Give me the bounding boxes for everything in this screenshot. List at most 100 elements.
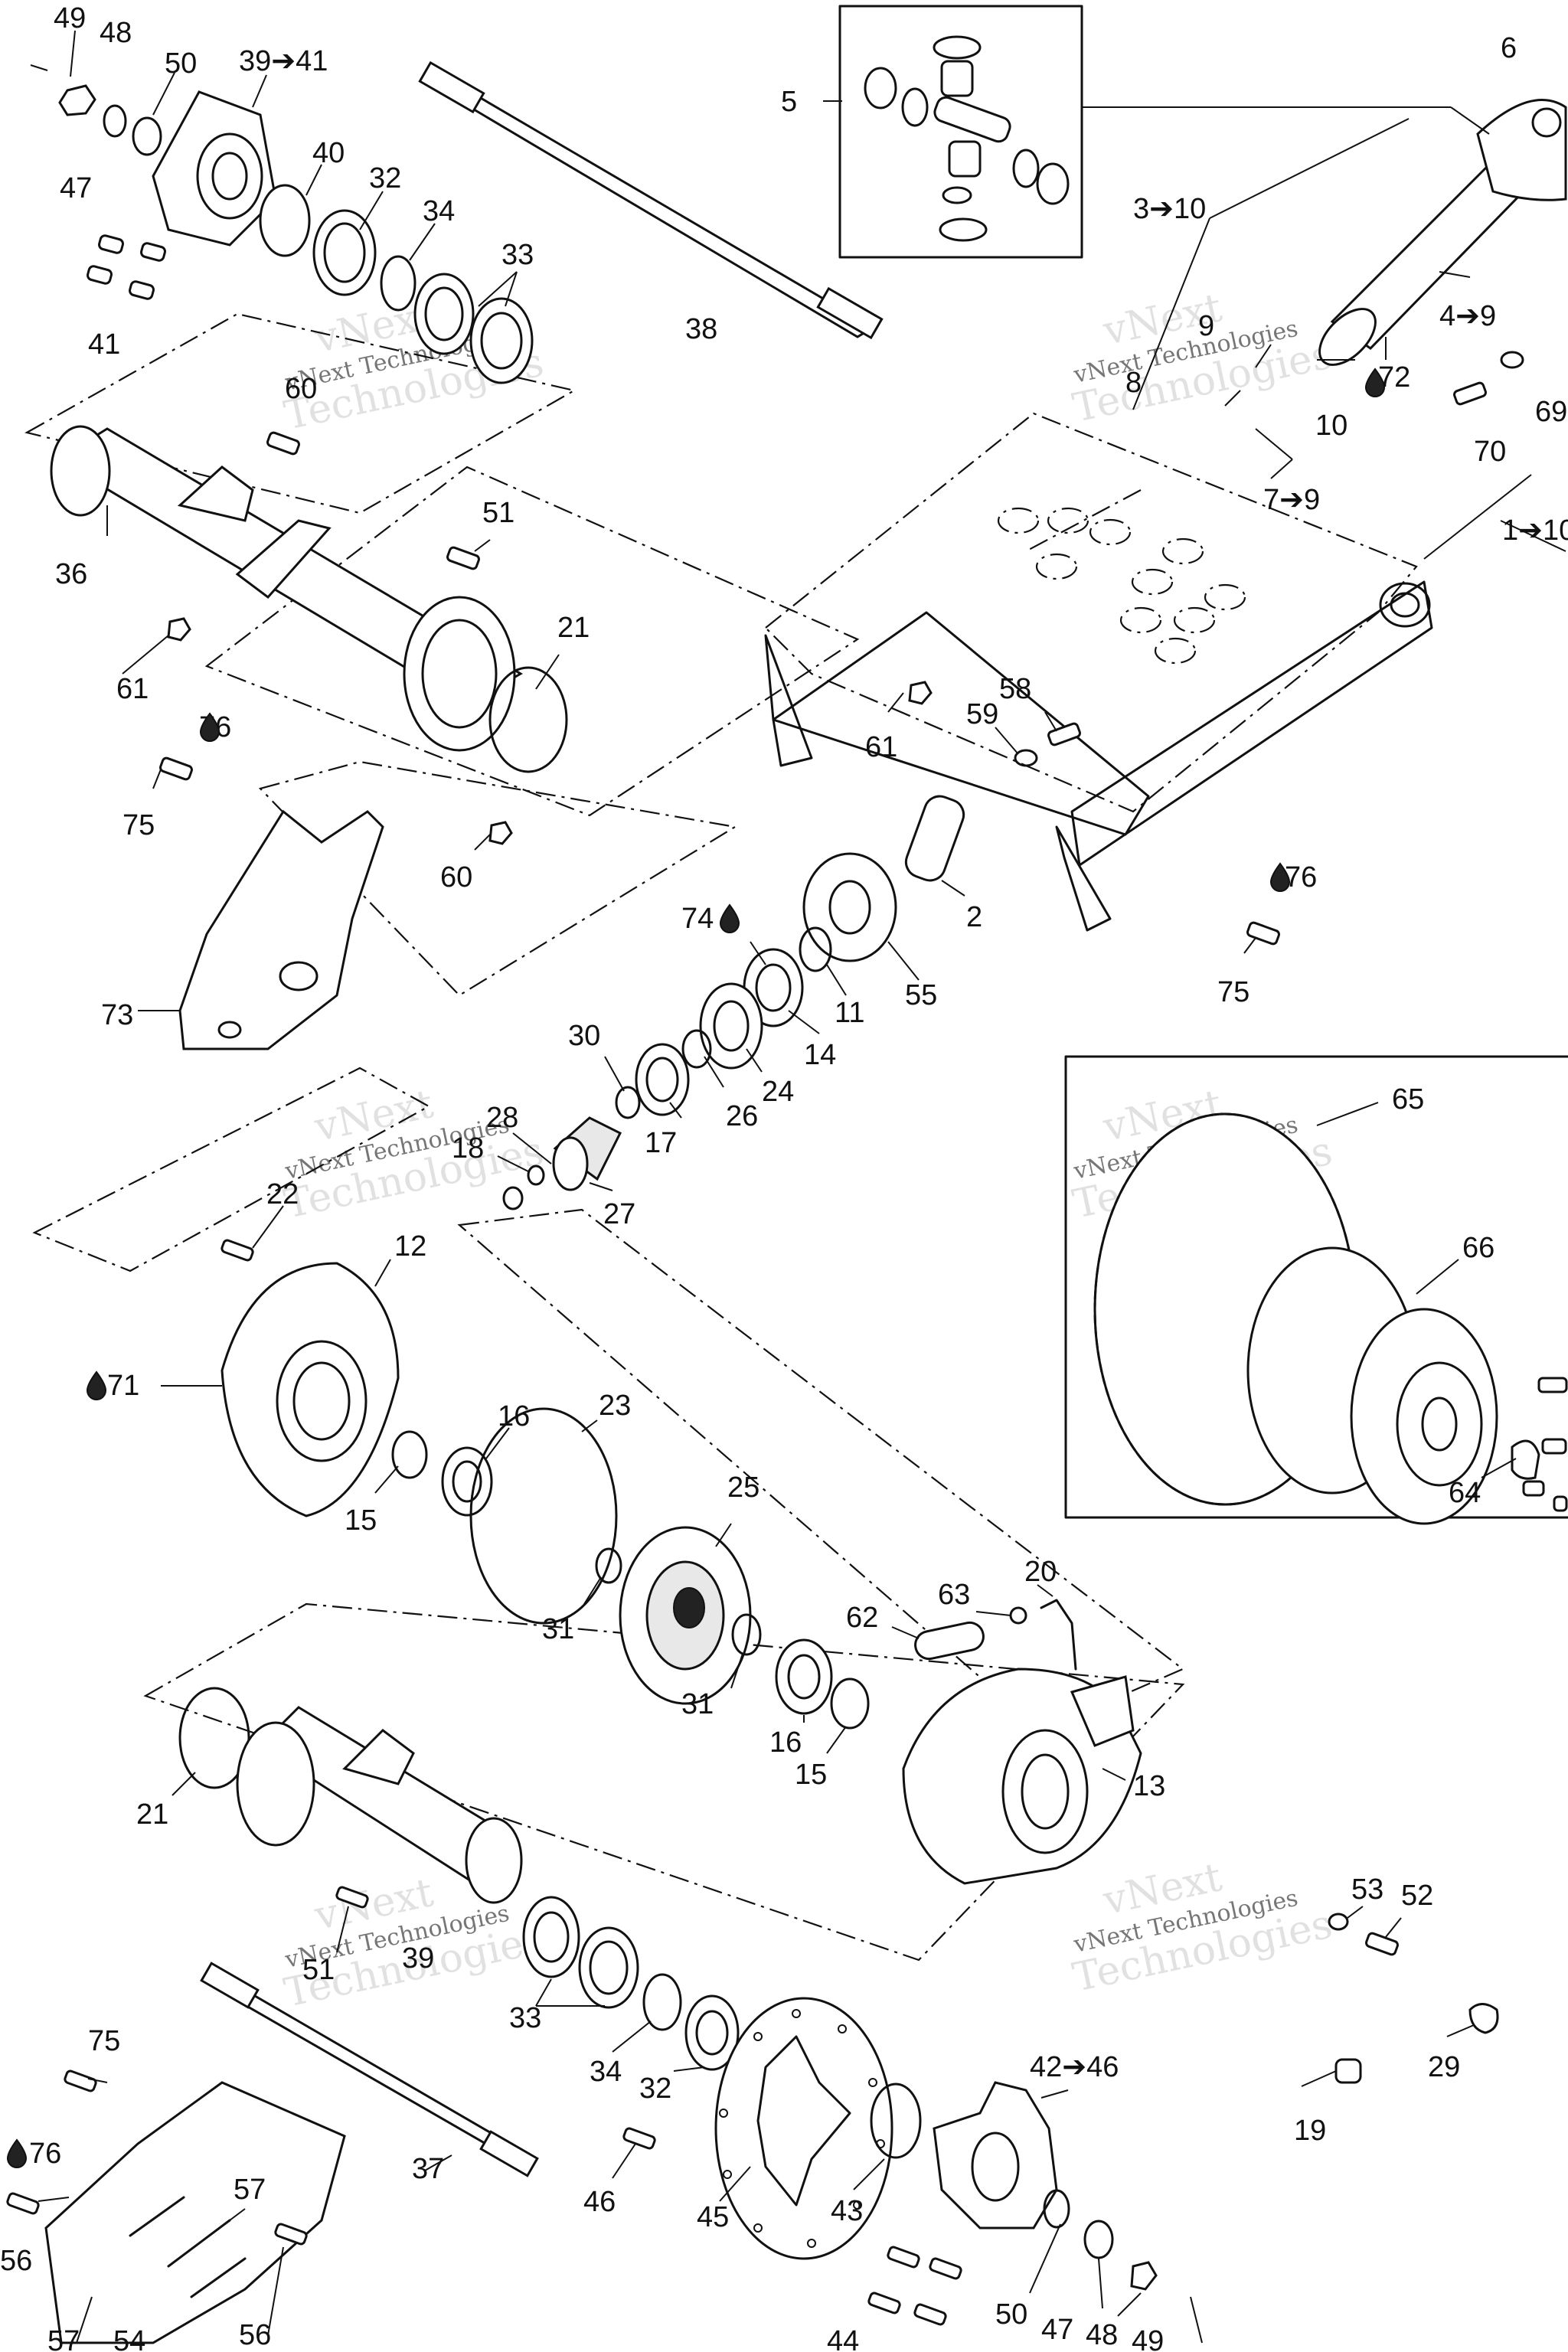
callout-6: 6 (1501, 32, 1517, 64)
callout-61-left: 61 (116, 673, 149, 705)
callout-49: 49 (54, 2, 86, 34)
callout-75-right: 75 (1217, 976, 1250, 1008)
callout-32: 32 (369, 162, 401, 194)
callout-57-bottom: 57 (47, 2325, 80, 2352)
callout-32-bottom: 32 (639, 2073, 671, 2105)
swing-arm-frame (764, 412, 1433, 932)
callout-8: 8 (1125, 367, 1142, 399)
callout-70: 70 (1474, 436, 1506, 468)
callout-20: 20 (1024, 1556, 1057, 1588)
drop-icon (1364, 368, 1386, 397)
drop-icon (199, 712, 220, 742)
callout-13: 13 (1133, 1770, 1165, 1802)
differential-housing-12 (220, 1239, 622, 1625)
frame-outline (764, 412, 1418, 813)
axle-shaft-38 (418, 60, 884, 340)
callout-54: 54 (113, 2325, 145, 2352)
callout-1-10: 1➔10 (1502, 514, 1568, 547)
callout-47: 47 (60, 172, 92, 204)
adhesive-drop-icons (6, 368, 1386, 2168)
callout-5: 5 (781, 86, 797, 118)
drop-icon (719, 903, 740, 933)
universal-joint (864, 35, 1070, 242)
callout-50: 50 (165, 47, 197, 80)
callout-31-left: 31 (542, 1613, 574, 1645)
callout-48: 48 (100, 17, 132, 49)
bracket-73 (178, 809, 384, 1050)
callout-17: 17 (645, 1127, 677, 1159)
callout-3-10: 3➔10 (1133, 193, 1206, 225)
callout-66: 66 (1462, 1232, 1494, 1264)
callout-2: 2 (966, 901, 982, 933)
callout-33-bottom: 33 (509, 2002, 541, 2034)
callout-51-top: 51 (482, 497, 514, 529)
callout-50-bottom: 50 (995, 2298, 1027, 2331)
callout-4-9: 4➔9 (1439, 300, 1496, 332)
callout-75-top-left: 75 (122, 809, 155, 841)
callout-59: 59 (966, 698, 998, 730)
callout-44: 44 (827, 2325, 859, 2352)
callout-9: 9 (1198, 310, 1214, 342)
callout-53: 53 (1351, 1873, 1383, 1906)
callout-27: 27 (603, 1198, 635, 1230)
drop-icon (6, 2138, 28, 2168)
callout-51-bottom: 51 (302, 1954, 335, 1986)
watermark: vNext vNext Technologies Technologies (1069, 1854, 1336, 2001)
outline-frame-link (1025, 489, 1142, 552)
callout-57-top: 57 (234, 2174, 266, 2206)
callout-52: 52 (1401, 1880, 1433, 1912)
callout-36: 36 (55, 558, 87, 590)
callout-28: 28 (486, 1102, 518, 1134)
callout-48-bottom: 48 (1086, 2319, 1118, 2351)
watermark: vNext vNext Technologies Technologies (280, 1081, 547, 1228)
callout-34: 34 (423, 195, 455, 227)
callout-56-left: 56 (0, 2245, 32, 2277)
callout-37: 37 (412, 2153, 444, 2185)
callout-64: 64 (1449, 1477, 1481, 1509)
callout-45: 45 (697, 2201, 729, 2233)
callout-47-bottom: 47 (1041, 2314, 1073, 2346)
drive-shaft (1318, 99, 1567, 366)
callout-71: 71 (107, 1370, 139, 1402)
callout-49-bottom: 49 (1132, 2325, 1164, 2352)
inset-universal-joint-box (838, 5, 1083, 259)
callout-75-bottom: 75 (88, 2025, 120, 2057)
callout-10: 10 (1315, 410, 1348, 442)
callout-33: 33 (501, 239, 534, 271)
callout-60-mid: 60 (440, 861, 472, 893)
wheel-hub-42-46 (867, 2081, 1203, 2344)
callout-76-bottom: 76 (29, 2138, 61, 2170)
callout-26: 26 (726, 1100, 758, 1132)
wheel-assembly (1093, 1112, 1568, 1525)
callout-73: 73 (101, 999, 133, 1031)
fasteners (159, 351, 1524, 946)
callout-25: 25 (727, 1472, 760, 1504)
rear-housing-39 (178, 1687, 740, 2071)
callout-46: 46 (583, 2186, 616, 2218)
outline-axle-housing (204, 466, 860, 817)
callout-61-right: 61 (865, 731, 897, 763)
right-small-parts (1328, 1913, 1499, 2084)
drop-icon (86, 1370, 107, 1400)
callout-69: 69 (1535, 396, 1567, 428)
assembly-outlines (24, 312, 1185, 1962)
inset-wheel-box (1064, 1055, 1568, 1519)
callout-63: 63 (938, 1579, 970, 1611)
callout-15-right: 15 (795, 1759, 827, 1791)
ring-gear-25 (619, 1526, 870, 1730)
axle-housing-36 (50, 425, 568, 773)
callout-23: 23 (599, 1390, 631, 1422)
callout-19: 19 (1294, 2115, 1326, 2147)
top-left-hub-group (30, 64, 534, 384)
callout-12: 12 (394, 1230, 426, 1263)
callout-21-top: 21 (557, 612, 590, 644)
pinion-gear-27 (502, 1116, 622, 1210)
outline-rear-housing (143, 1602, 1185, 1962)
callout-31-right: 31 (681, 1688, 714, 1720)
callout-39: 39 (402, 1942, 434, 1975)
outline-pinion-group (32, 1067, 431, 1272)
callout-21-bottom: 21 (136, 1798, 168, 1831)
callout-14: 14 (804, 1039, 836, 1071)
